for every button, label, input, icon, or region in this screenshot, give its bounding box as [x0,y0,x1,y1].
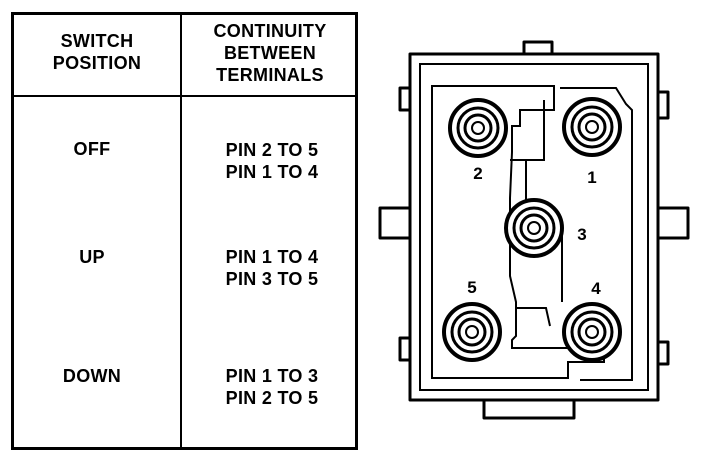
terminal-ring [512,206,556,250]
right-tab [656,206,690,240]
row-off-continuity: PIN 2 TO 5 PIN 1 TO 4 [225,140,319,182]
terminal-ring [463,113,493,143]
header-divider [14,95,355,97]
contact-chamber-right [560,87,633,381]
pin-label-3: 3 [577,225,586,244]
terminal-ring [456,106,500,150]
continuity-table: SWITCH POSITION CONTINUITY BETWEEN TERMI… [11,12,358,450]
pin-label-4: 4 [591,279,601,298]
terminal-ring [585,120,599,134]
row-up-continuity: PIN 1 TO 4 PIN 3 TO 5 [225,247,319,289]
terminal-ring [527,221,541,235]
pin-label-1: 1 [587,168,596,187]
terminal-ring [450,310,494,354]
terminal-ring [577,112,607,142]
pin-label-2: 2 [473,164,482,183]
terminal-ring [519,213,549,243]
row-down-continuity: PIN 1 TO 3 PIN 2 TO 5 [225,366,319,408]
row-down-position: DOWN [62,366,122,386]
column-divider [180,15,182,447]
header-switch-position: SWITCH POSITION [52,31,142,73]
terminal-ring [570,310,614,354]
terminal-ring [577,317,607,347]
housing-inner-wall [419,63,649,391]
terminal-ring [465,325,479,339]
terminal-ring [457,317,487,347]
row-up-position: UP [79,247,105,267]
terminal-ring [471,121,485,135]
switch-terminal-diagram: 1 2 3 4 5 [378,40,690,420]
terminals [442,97,622,362]
header-continuity: CONTINUITY BETWEEN TERMINALS [213,21,327,85]
terminal-ring [585,325,599,339]
bus-bar-lower [516,307,551,327]
bus-bar-upper [510,100,545,161]
pin-label-5: 5 [467,278,476,297]
row-off-position: OFF [73,139,111,159]
contact-chamber [431,85,605,379]
terminal-ring [570,105,614,149]
left-tab [378,206,412,240]
